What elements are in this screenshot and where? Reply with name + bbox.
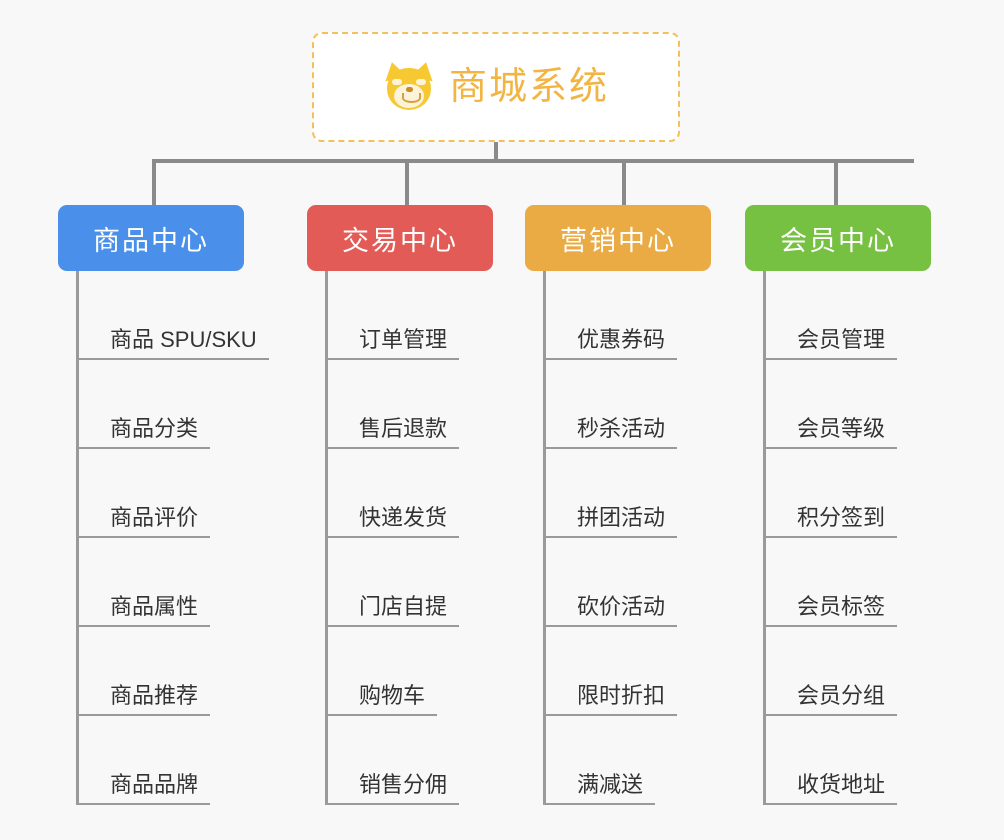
connector-drop-2 (405, 159, 409, 205)
leaf-item[interactable]: 订单管理 (325, 271, 493, 360)
leaf-item-label: 限时折扣 (577, 683, 666, 708)
leaf-item[interactable]: 购物车 (325, 627, 493, 716)
column-spine-2 (325, 271, 328, 805)
leaf-item[interactable]: 售后退款 (325, 360, 493, 449)
leaf-item-label: 满减送 (577, 772, 644, 797)
leaf-item-underline (543, 803, 655, 805)
leaf-list-4: 会员管理会员等级积分签到会员标签会员分组收货地址 (763, 271, 931, 805)
leaf-item-underline (543, 625, 677, 627)
leaf-item-underline (76, 625, 210, 627)
leaf-item-label: 砍价活动 (577, 594, 666, 619)
leaf-item-label: 商品品牌 (110, 772, 199, 797)
leaf-item-label: 拼团活动 (577, 505, 666, 530)
connector-drop-1 (152, 159, 156, 205)
leaf-item[interactable]: 商品 SPU/SKU (76, 271, 269, 360)
leaf-item-underline (325, 625, 459, 627)
category-column-4: 会员中心会员管理会员等级积分签到会员标签会员分组收货地址 (745, 205, 931, 805)
column-spine-4 (763, 271, 766, 805)
category-header-4[interactable]: 会员中心 (745, 205, 931, 271)
leaf-item-underline (76, 358, 269, 360)
leaf-item-underline (76, 714, 210, 716)
leaf-list-3: 优惠券码秒杀活动拼团活动砍价活动限时折扣满减送 (543, 271, 711, 805)
leaf-item-label: 商品分类 (110, 416, 199, 441)
leaf-item-label: 商品评价 (110, 505, 199, 530)
leaf-item[interactable]: 快递发货 (325, 449, 493, 538)
leaf-item-underline (763, 803, 897, 805)
leaf-item[interactable]: 商品属性 (76, 538, 244, 627)
leaf-list-1: 商品 SPU/SKU 商品分类商品评价商品属性商品推荐商品品牌 (76, 271, 269, 805)
leaf-item-label: 积分签到 (797, 505, 886, 530)
connector-horizontal-bus (152, 159, 914, 163)
category-column-1: 商品中心商品 SPU/SKU 商品分类商品评价商品属性商品推荐商品品牌 (58, 205, 269, 805)
leaf-item[interactable]: 商品分类 (76, 360, 244, 449)
leaf-item-label: 商品推荐 (110, 683, 199, 708)
shiba-dog-face-icon (381, 59, 437, 112)
leaf-item[interactable]: 会员标签 (763, 538, 931, 627)
leaf-item-underline (763, 358, 897, 360)
leaf-item-label: 会员等级 (797, 416, 886, 441)
category-header-1[interactable]: 商品中心 (58, 205, 244, 271)
leaf-item[interactable]: 收货地址 (763, 716, 931, 805)
leaf-item-label: 快递发货 (359, 505, 448, 530)
leaf-item-underline (763, 625, 897, 627)
leaf-item[interactable]: 商品推荐 (76, 627, 244, 716)
leaf-item-label: 销售分佣 (359, 772, 448, 797)
leaf-item-label: 订单管理 (359, 327, 448, 352)
leaf-item[interactable]: 会员分组 (763, 627, 931, 716)
leaf-item-underline (325, 536, 459, 538)
leaf-item-label: 会员分组 (797, 683, 886, 708)
leaf-item-underline (763, 714, 897, 716)
leaf-item-label: 会员标签 (797, 594, 886, 619)
leaf-item-label: 秒杀活动 (577, 416, 666, 441)
leaf-item-underline (76, 447, 210, 449)
leaf-item-underline (763, 536, 897, 538)
leaf-item-underline (325, 803, 459, 805)
leaf-item-underline (543, 714, 677, 716)
column-spine-3 (543, 271, 546, 805)
root-title: 商城系统 (448, 66, 609, 108)
connector-drop-4 (834, 159, 838, 205)
leaf-item[interactable]: 满减送 (543, 716, 711, 805)
leaf-item[interactable]: 会员管理 (763, 271, 931, 360)
leaf-item-label: 优惠券码 (577, 327, 666, 352)
leaf-item[interactable]: 限时折扣 (543, 627, 711, 716)
leaf-item-label: 购物车 (359, 683, 426, 708)
leaf-item-underline (76, 803, 210, 805)
leaf-item[interactable]: 优惠券码 (543, 271, 711, 360)
leaf-item-underline (543, 358, 677, 360)
leaf-item[interactable]: 拼团活动 (543, 449, 711, 538)
leaf-item[interactable]: 会员等级 (763, 360, 931, 449)
leaf-item-underline (325, 714, 437, 716)
category-column-2: 交易中心订单管理售后退款快递发货门店自提购物车销售分佣 (307, 205, 493, 805)
leaf-item-underline (76, 536, 210, 538)
leaf-list-2: 订单管理售后退款快递发货门店自提购物车销售分佣 (325, 271, 493, 805)
leaf-item-underline (543, 536, 677, 538)
leaf-item-label: 商品属性 (110, 594, 199, 619)
leaf-item-underline (763, 447, 897, 449)
leaf-item-label: 会员管理 (797, 327, 886, 352)
leaf-item-label: 门店自提 (359, 594, 448, 619)
category-header-2[interactable]: 交易中心 (307, 205, 493, 271)
leaf-item-label: 商品 SPU/SKU (110, 327, 257, 352)
leaf-item-underline (325, 358, 459, 360)
category-header-3[interactable]: 营销中心 (525, 205, 711, 271)
connector-drop-3 (622, 159, 626, 205)
leaf-item[interactable]: 砍价活动 (543, 538, 711, 627)
category-column-3: 营销中心优惠券码秒杀活动拼团活动砍价活动限时折扣满减送 (525, 205, 711, 805)
root-node[interactable]: 商城系统 (312, 32, 680, 142)
leaf-item[interactable]: 门店自提 (325, 538, 493, 627)
leaf-item-label: 售后退款 (359, 416, 448, 441)
leaf-item-underline (325, 447, 459, 449)
column-spine-1 (76, 271, 79, 805)
connector-root-stem (494, 142, 498, 162)
leaf-item[interactable]: 销售分佣 (325, 716, 493, 805)
leaf-item[interactable]: 积分签到 (763, 449, 931, 538)
leaf-item-label: 收货地址 (797, 772, 886, 797)
leaf-item[interactable]: 商品品牌 (76, 716, 244, 805)
leaf-item[interactable]: 秒杀活动 (543, 360, 711, 449)
leaf-item-underline (543, 447, 677, 449)
leaf-item[interactable]: 商品评价 (76, 449, 244, 538)
